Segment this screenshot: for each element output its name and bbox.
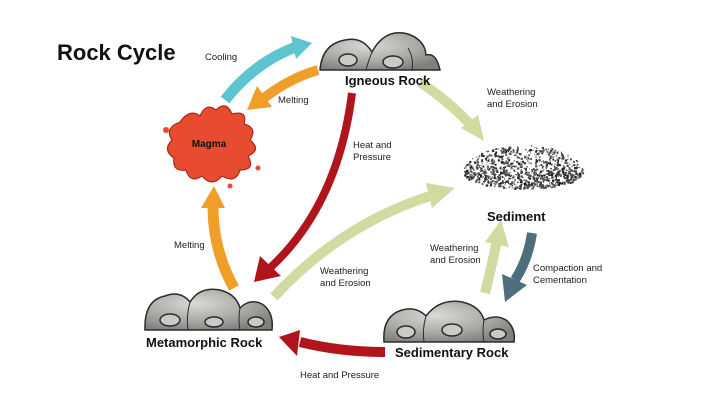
compaction-arrow bbox=[502, 232, 537, 302]
compaction-label-line-2: Cementation bbox=[533, 275, 587, 286]
heat-pressure-arrow-center bbox=[254, 92, 356, 282]
weathering-top-label-line-1: Weathering bbox=[487, 87, 536, 98]
metamorphic-rock-icon bbox=[144, 288, 274, 331]
igneous-rock-icon bbox=[319, 32, 441, 71]
weathering-center-label-line-2: and Erosion bbox=[320, 278, 371, 289]
melting-arrow-left bbox=[201, 186, 239, 291]
melting-left-label-line: Melting bbox=[174, 240, 205, 251]
heat-pressure-bottom-label-line: Heat and Pressure bbox=[300, 370, 380, 381]
magma-label: Magma bbox=[192, 139, 227, 150]
cooling-label: Cooling bbox=[205, 52, 237, 64]
cooling-arrow bbox=[220, 36, 312, 104]
heat-pressure-center-label-line-1: Heat and bbox=[353, 140, 392, 151]
heat-pressure-bottom-label: Heat and Pressure bbox=[300, 370, 379, 382]
weathering-top-label: Weathering and Erosion bbox=[487, 87, 538, 111]
weathering-center-label: Weathering and Erosion bbox=[320, 266, 371, 290]
weathering-right-label-line-1: Weathering bbox=[430, 243, 479, 254]
sediment-pile-icon bbox=[463, 145, 585, 190]
diagram-title: Rock Cycle bbox=[57, 40, 176, 65]
heat-pressure-arrow-bottom bbox=[279, 330, 386, 357]
weathering-top-label-line-2: and Erosion bbox=[487, 99, 538, 110]
melting-top-label-line: Melting bbox=[278, 95, 309, 106]
melting-left-label: Melting bbox=[174, 240, 205, 252]
sedimentary-rock-label: Sedimentary Rock bbox=[395, 345, 509, 360]
weathering-center-label-line-1: Weathering bbox=[320, 266, 369, 277]
metamorphic-rock-label: Metamorphic Rock bbox=[146, 335, 263, 350]
sediment-label: Sediment bbox=[487, 209, 546, 224]
weathering-right-label-line-2: and Erosion bbox=[430, 255, 481, 266]
compaction-label: Compaction and Cementation bbox=[533, 263, 602, 287]
melting-top-label: Melting bbox=[278, 95, 309, 107]
heat-pressure-center-label: Heat and Pressure bbox=[353, 140, 392, 164]
igneous-rock-label: Igneous Rock bbox=[345, 73, 431, 88]
compaction-label-line-1: Compaction and bbox=[533, 263, 603, 274]
weathering-arrow-right bbox=[480, 220, 509, 295]
weathering-arrow-center bbox=[270, 183, 455, 301]
weathering-arrow-top bbox=[417, 77, 484, 141]
heat-pressure-center-label-line-2: Pressure bbox=[353, 152, 392, 163]
sedimentary-rock-icon bbox=[383, 300, 516, 343]
weathering-right-label: Weathering and Erosion bbox=[430, 243, 481, 267]
melting-arrow-top bbox=[247, 65, 320, 110]
cooling-label-line: Cooling bbox=[205, 52, 238, 63]
magma-splat-icon bbox=[163, 105, 261, 189]
